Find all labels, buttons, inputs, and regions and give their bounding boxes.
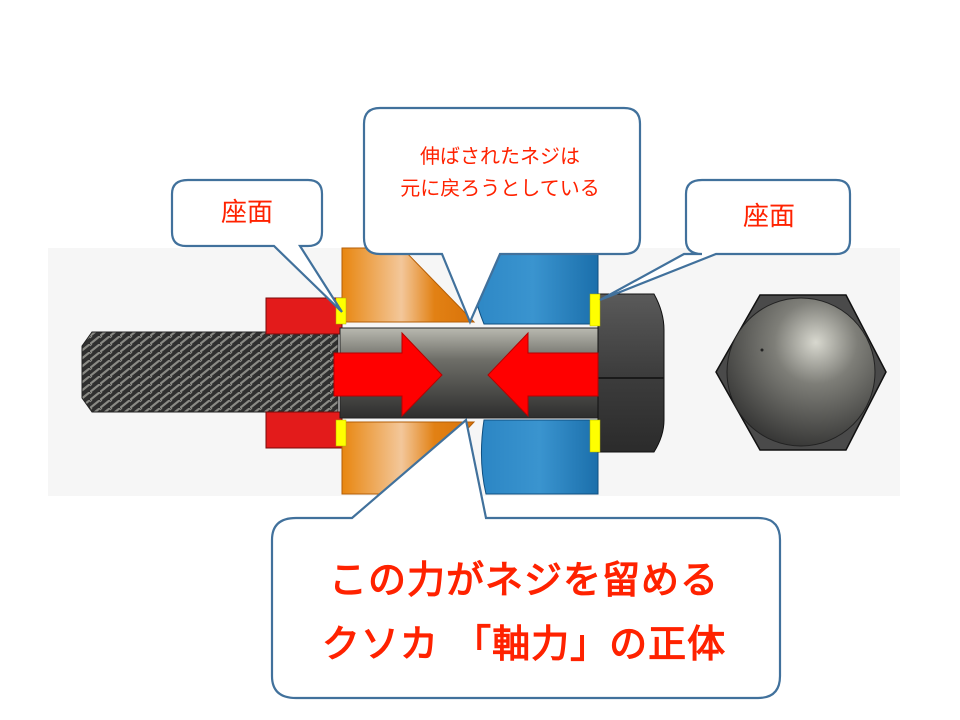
- seat-marker-head-top: [589, 293, 601, 327]
- label-right-seat: 座面: [742, 202, 795, 232]
- label-axial-force: この力がネジを留める クソカ 「軸力」の正体: [272, 548, 776, 676]
- bolt-head: [597, 293, 665, 453]
- seat-marker-head-bottom: [589, 419, 601, 453]
- label-stretched-bolt-line2: 元に戻ろうとしている: [400, 176, 600, 200]
- plate-left: [341, 247, 476, 495]
- hex-bolt-head-icon: [715, 294, 887, 451]
- label-left-seat: 座面: [220, 198, 273, 228]
- callout-left-seat: [170, 178, 343, 313]
- label-axial-force-line2: クソカ 「軸力」の正体: [321, 622, 727, 666]
- label-stretched-bolt-line1: 伸ばされたネジは: [420, 144, 580, 168]
- force-arrows: [333, 331, 599, 418]
- callout-axial-force: [270, 417, 782, 700]
- label-axial-force-line1: この力がネジを留める: [328, 558, 719, 602]
- seat-marker-nut-bottom: [335, 419, 347, 447]
- arrow-left-icon: [487, 331, 599, 418]
- callout-right-seat: [599, 178, 852, 302]
- callout-stretched-bolt: [362, 106, 642, 325]
- plate-right: [467, 247, 599, 495]
- label-stretched-bolt: 伸ばされたネジは 元に戻ろうとしている: [364, 140, 636, 204]
- bolt-thread: [81, 331, 339, 413]
- arrow-right-icon: [333, 331, 443, 418]
